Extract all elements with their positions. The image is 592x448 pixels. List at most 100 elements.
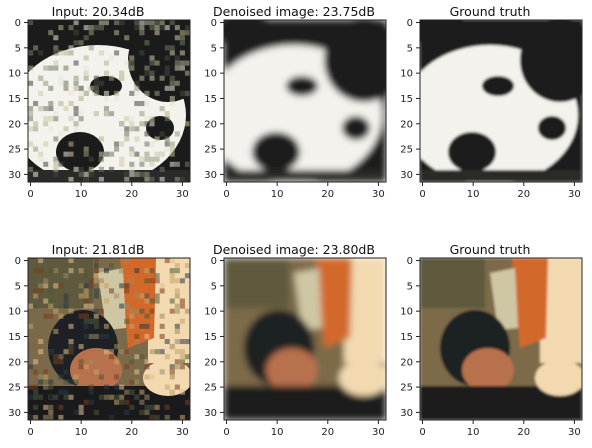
bg-light-bottom xyxy=(535,360,582,396)
x-tick-label: 20 xyxy=(517,427,530,438)
panel-title: Ground truth xyxy=(449,4,531,19)
x-tick-label: 30 xyxy=(372,189,385,200)
y-tick-label: 10 xyxy=(8,69,21,80)
panel-title: Input: 20.34dB xyxy=(51,4,145,19)
image-child-fox-ground-truth xyxy=(420,258,582,420)
x-tick-label: 30 xyxy=(568,427,581,438)
panda-ear xyxy=(224,20,272,48)
image-child-fox-denoised xyxy=(224,258,386,420)
panel-title: Denoised image: 23.80dB xyxy=(213,242,375,257)
axes-frame xyxy=(223,257,387,421)
fox-body xyxy=(512,258,548,348)
y-tick-label: 20 xyxy=(400,119,413,130)
panda-eye-patch xyxy=(482,76,514,96)
fox-body xyxy=(316,258,352,348)
panda-eye-patch xyxy=(342,116,370,140)
image-panda-denoised xyxy=(224,20,386,182)
y-tick-label: 25 xyxy=(8,383,21,394)
x-tick-label: 0 xyxy=(223,427,229,438)
x-tick-label: 10 xyxy=(467,427,480,438)
y-tick-label: 20 xyxy=(8,357,21,368)
bg-dark-region xyxy=(224,258,289,308)
panda-bottom-shadow xyxy=(224,170,386,182)
axes-frame xyxy=(27,19,191,183)
x-tick-label: 10 xyxy=(271,427,284,438)
y-tick-label: 10 xyxy=(400,69,413,80)
y-tick-label: 0 xyxy=(211,256,217,267)
y-tick-label: 30 xyxy=(400,170,413,181)
bg-dark-region xyxy=(28,258,93,308)
panda-bottom-shadow xyxy=(420,170,582,182)
y-tick-label: 10 xyxy=(204,307,217,318)
y-tick-label: 0 xyxy=(407,18,413,29)
x-tick-label: 10 xyxy=(75,189,88,200)
y-tick-label: 5 xyxy=(211,281,217,292)
image-panda-noisy xyxy=(28,20,190,182)
image-child-fox-noisy xyxy=(28,258,190,420)
x-tick-label: 10 xyxy=(75,427,88,438)
axes-frame xyxy=(419,257,583,421)
y-tick-label: 15 xyxy=(400,332,413,343)
x-tick-label: 0 xyxy=(27,427,33,438)
y-tick-label: 20 xyxy=(204,357,217,368)
x-tick-label: 30 xyxy=(372,427,385,438)
x-tick-label: 30 xyxy=(176,189,189,200)
y-tick-label: 15 xyxy=(204,94,217,105)
axes-frame xyxy=(27,257,191,421)
y-tick-label: 10 xyxy=(8,307,21,318)
y-tick-label: 25 xyxy=(8,145,21,156)
fox-light-fur xyxy=(294,268,322,330)
y-tick-label: 5 xyxy=(211,43,217,54)
panda-ear xyxy=(420,20,468,48)
x-tick-label: 10 xyxy=(467,189,480,200)
y-tick-label: 0 xyxy=(211,18,217,29)
image-panda-ground-truth xyxy=(420,20,582,182)
y-tick-label: 25 xyxy=(400,145,413,156)
y-tick-label: 10 xyxy=(204,69,217,80)
y-tick-label: 30 xyxy=(400,408,413,419)
panel-title: Ground truth xyxy=(449,242,531,257)
y-tick-label: 5 xyxy=(15,43,21,54)
y-tick-label: 15 xyxy=(8,94,21,105)
axes-frame xyxy=(223,19,387,183)
y-tick-label: 0 xyxy=(15,256,21,267)
bg-light-bottom xyxy=(339,360,386,396)
x-tick-label: 30 xyxy=(176,427,189,438)
panda-shadow xyxy=(324,20,386,102)
panel-title: Input: 21.81dB xyxy=(51,242,145,257)
y-tick-label: 25 xyxy=(204,145,217,156)
y-tick-label: 30 xyxy=(204,170,217,181)
x-tick-label: 20 xyxy=(517,189,530,200)
x-tick-label: 0 xyxy=(223,189,229,200)
y-tick-label: 25 xyxy=(400,383,413,394)
x-tick-label: 30 xyxy=(568,189,581,200)
y-tick-label: 5 xyxy=(407,281,413,292)
axes-frame xyxy=(419,19,583,183)
x-tick-label: 0 xyxy=(27,189,33,200)
x-tick-label: 0 xyxy=(419,427,425,438)
fox-light-fur xyxy=(490,268,518,330)
x-tick-label: 10 xyxy=(271,189,284,200)
noise-speckles xyxy=(28,258,190,420)
y-tick-label: 5 xyxy=(15,281,21,292)
y-tick-label: 15 xyxy=(8,332,21,343)
x-tick-label: 20 xyxy=(321,427,334,438)
